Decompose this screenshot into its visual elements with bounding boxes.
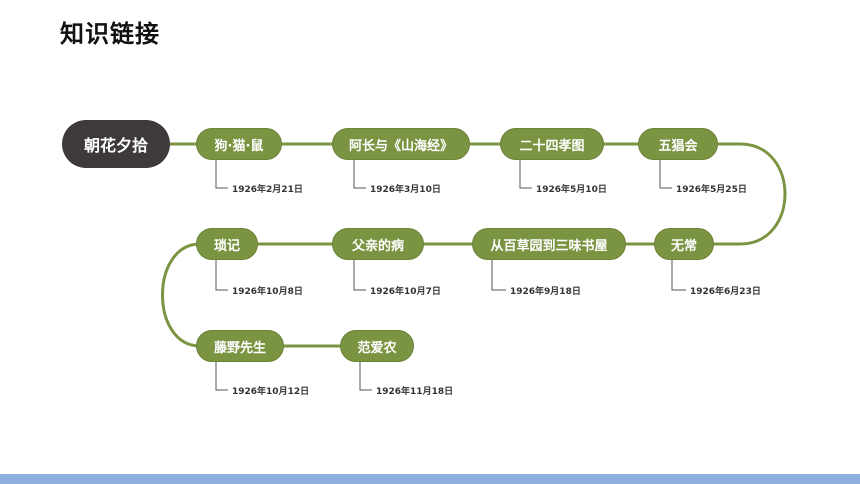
date-label: 1926年5月25日 bbox=[676, 185, 747, 195]
root-node: 朝花夕拾 bbox=[62, 120, 170, 168]
date-leaders bbox=[215, 160, 686, 391]
bottom-bar bbox=[0, 474, 860, 484]
date-label: 1926年3月10日 bbox=[370, 185, 441, 195]
node-suoji: 琐记 bbox=[196, 228, 258, 260]
node-fuqin-de-bing: 父亲的病 bbox=[332, 228, 424, 260]
node-baicaoyuan: 从百草园到三味书屋 bbox=[472, 228, 626, 260]
date-label: 1926年10月7日 bbox=[370, 287, 441, 297]
node-wuchang-hui: 五猖会 bbox=[638, 128, 718, 160]
date-label: 1926年10月8日 bbox=[232, 287, 303, 297]
date-label: 1926年5月10日 bbox=[536, 185, 607, 195]
date-label: 1926年11月18日 bbox=[376, 387, 454, 397]
node-ershisi-xiaotu: 二十四孝图 bbox=[500, 128, 604, 160]
date-label: 1926年6月23日 bbox=[690, 287, 761, 297]
timeline-path bbox=[161, 142, 787, 348]
date-label: 1926年9月18日 bbox=[510, 287, 581, 297]
node-tengye-xiansheng: 藤野先生 bbox=[196, 330, 284, 362]
date-label: 1926年2月21日 bbox=[232, 185, 303, 195]
node-fan-ainong: 范爱农 bbox=[340, 330, 414, 362]
page-title: 知识链接 bbox=[60, 20, 160, 48]
node-wuchang: 无常 bbox=[654, 228, 714, 260]
node-a-chang: 阿长与《山海经》 bbox=[332, 128, 470, 160]
node-gou-mao-shu: 狗·猫·鼠 bbox=[196, 128, 282, 160]
date-label: 1926年10月12日 bbox=[232, 387, 310, 397]
